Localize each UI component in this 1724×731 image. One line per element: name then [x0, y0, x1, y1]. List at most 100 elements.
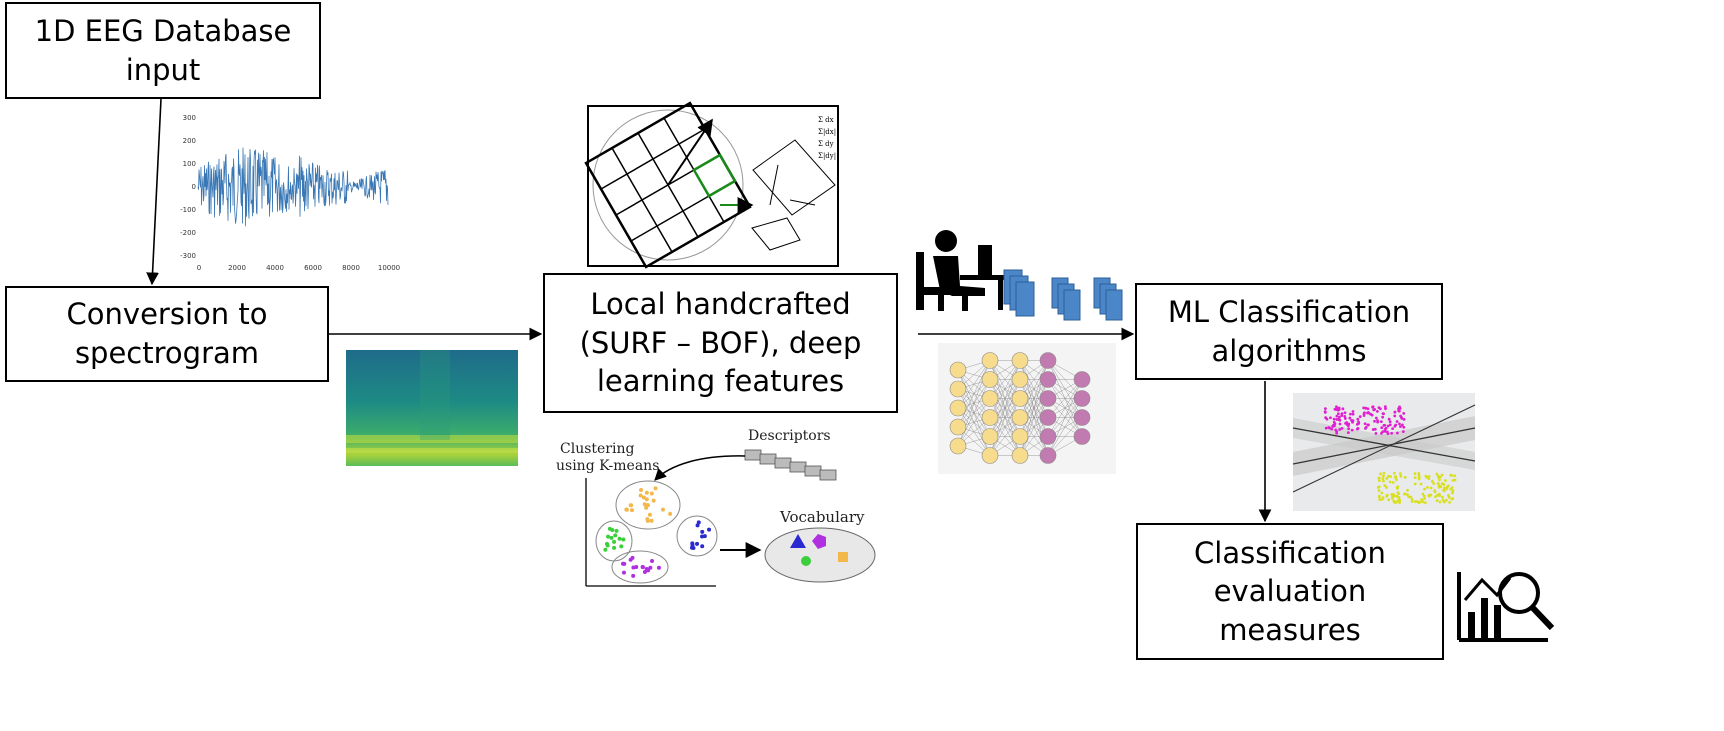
scatter-point-magenta [1335, 414, 1339, 418]
scatter-point-yellow [1434, 495, 1437, 499]
nn-node [949, 437, 967, 455]
scatter-point-magenta [1337, 415, 1341, 419]
scatter-point-magenta [1362, 406, 1366, 410]
surf-descriptor-figure: Σ dx Σ|dx| Σ dy Σ|dy| [584, 101, 839, 269]
scatter-point-yellow [1410, 498, 1414, 501]
nn-node [1039, 447, 1057, 464]
scatter-point-yellow [1396, 485, 1400, 489]
scatter-point-magenta [1388, 423, 1392, 427]
scatter-point-magenta [1340, 414, 1344, 418]
scatter-point-yellow [1382, 479, 1385, 483]
scatter-point-yellow [1414, 500, 1417, 503]
scatter-point-yellow [1419, 482, 1423, 486]
eeg-y-tick: -100 [180, 206, 196, 214]
cnn-architecture-icon [1003, 269, 1123, 321]
eeg-input-box: 1D EEG Database input [5, 2, 321, 99]
scatter-point-yellow [1438, 475, 1442, 479]
cluster-point [631, 573, 636, 578]
scatter-point-yellow [1377, 489, 1381, 492]
nn-node [981, 428, 999, 445]
scatter-point-magenta [1340, 426, 1344, 430]
cluster-point [610, 528, 615, 533]
person-at-computer-icon [916, 230, 1008, 311]
scatter-point-yellow [1441, 495, 1444, 499]
cluster-point [700, 529, 705, 534]
scatter-point-magenta [1383, 405, 1387, 409]
scatter-point-magenta [1384, 407, 1387, 411]
cluster-point [660, 507, 665, 512]
cluster-point [647, 512, 652, 517]
eeg-y-tick: -200 [180, 229, 196, 237]
bag-of-features-figure: Clustering using K-means Descriptors Voc… [556, 428, 876, 587]
nn-node [1039, 428, 1057, 445]
scatter-point-magenta [1375, 410, 1379, 413]
scatter-point-magenta [1335, 431, 1339, 435]
scatter-point-magenta [1381, 430, 1385, 434]
scatter-point-yellow [1381, 477, 1385, 480]
scatter-point-magenta [1337, 408, 1341, 411]
cluster-point [642, 502, 647, 507]
scatter-point-yellow [1451, 479, 1455, 482]
nn-node [981, 371, 999, 388]
scatter-point-magenta [1376, 419, 1379, 422]
scatter-point-magenta [1341, 407, 1345, 411]
descriptors-label: Descriptors [748, 428, 831, 444]
scatter-point-magenta [1335, 405, 1338, 409]
scatter-point-yellow [1393, 471, 1396, 475]
cluster-point [613, 533, 618, 538]
nn-node [1011, 428, 1029, 445]
scatter-point-yellow [1440, 482, 1444, 485]
cluster-point [707, 527, 712, 532]
scatter-point-magenta [1395, 431, 1399, 435]
scatter-point-magenta [1398, 422, 1401, 426]
scatter-point-yellow [1430, 479, 1434, 483]
cluster-point [639, 488, 644, 493]
eeg-y-tick: 300 [183, 114, 196, 122]
scatter-point-yellow [1420, 498, 1424, 502]
scatter-point-yellow [1407, 495, 1411, 499]
scatter-point-magenta [1335, 417, 1339, 421]
scatter-point-yellow [1381, 474, 1385, 478]
eeg-x-tick: 4000 [266, 264, 284, 272]
cluster-point [642, 569, 647, 574]
cluster-point [641, 495, 646, 500]
nn-node [1073, 390, 1091, 407]
scatter-point-yellow [1387, 498, 1391, 502]
scatter-point-magenta [1355, 427, 1359, 431]
cluster-point [640, 564, 645, 569]
classification-scatter-image [1292, 393, 1476, 511]
scatter-point-yellow [1438, 500, 1442, 504]
scatter-point-magenta [1367, 423, 1370, 427]
scatter-point-yellow [1382, 471, 1386, 475]
cluster-point [690, 541, 695, 546]
cluster-point [656, 565, 661, 570]
scatter-point-magenta [1324, 426, 1328, 430]
scatter-point-magenta [1383, 429, 1387, 433]
cluster-point [668, 511, 673, 516]
cluster-point [621, 537, 626, 542]
scatter-point-yellow [1385, 494, 1389, 498]
scatter-point-yellow [1398, 472, 1402, 475]
ml-classification-label: ML Classification algorithms [1167, 294, 1411, 368]
scatter-point-magenta [1380, 426, 1384, 430]
scatter-point-magenta [1324, 416, 1328, 420]
scatter-point-yellow [1386, 474, 1390, 478]
nn-node [1011, 371, 1029, 388]
evaluation-box: Classification evaluation measures [1136, 523, 1444, 660]
scatter-point-yellow [1413, 482, 1417, 486]
scatter-point-yellow [1423, 497, 1426, 500]
scatter-point-yellow [1427, 475, 1431, 478]
scatter-point-magenta [1364, 426, 1367, 430]
scatter-point-magenta [1398, 407, 1402, 410]
scatter-point-yellow [1445, 498, 1448, 502]
evaluation-magnifier-icon [1457, 572, 1555, 642]
scatter-point-magenta [1344, 421, 1347, 425]
scatter-point-magenta [1332, 417, 1336, 421]
cluster-point [702, 534, 707, 539]
scatter-point-yellow [1438, 478, 1441, 482]
arrow-eeg-to-spectrogram [146, 98, 162, 286]
scatter-point-magenta [1332, 420, 1336, 424]
scatter-point-magenta [1374, 416, 1378, 420]
cluster-point [653, 486, 658, 491]
ml-classification-box: ML Classification algorithms [1135, 283, 1443, 380]
